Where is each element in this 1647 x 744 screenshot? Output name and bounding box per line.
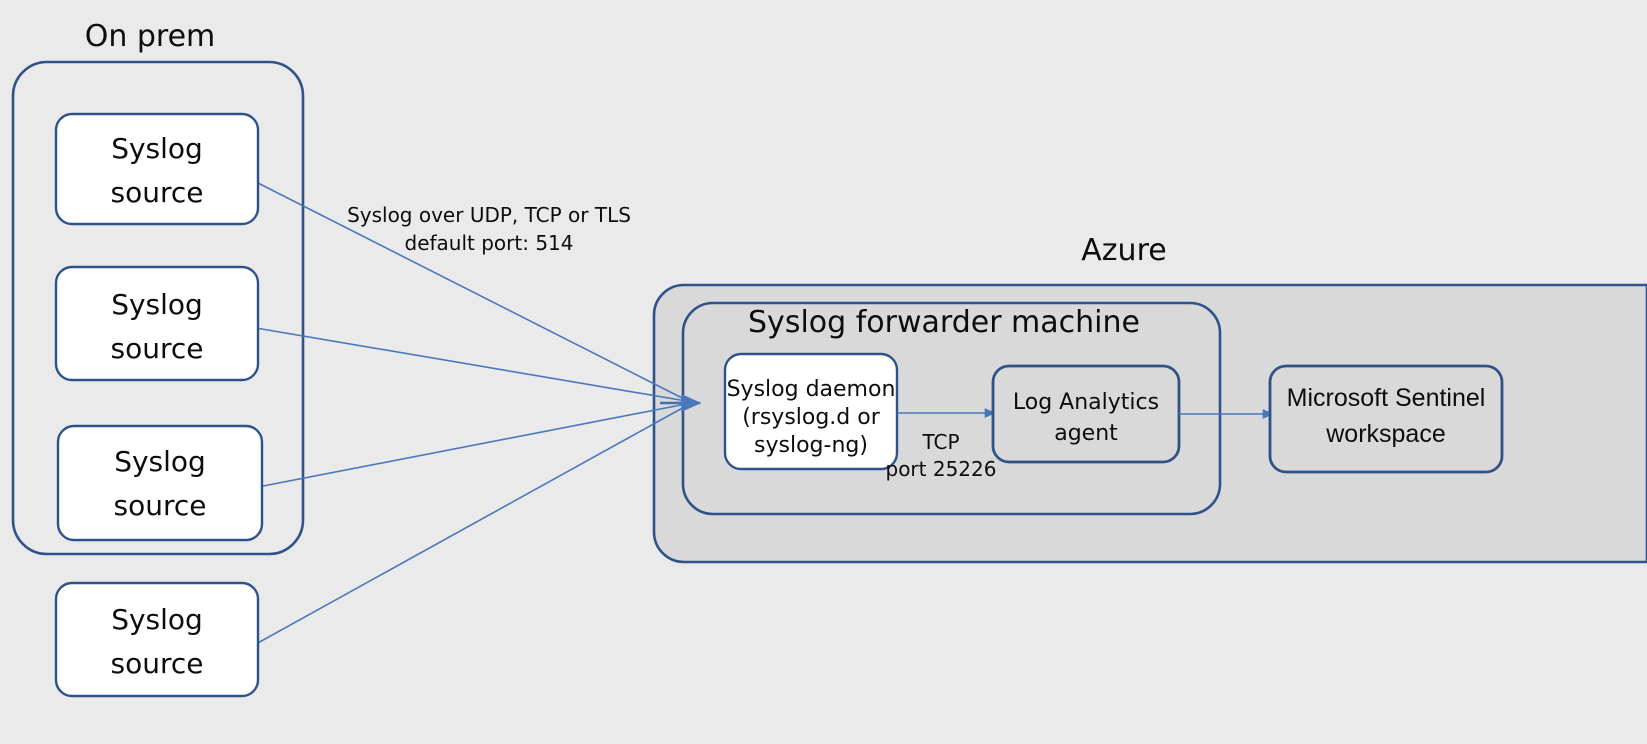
sentinel-workspace-label-line1: Microsoft Sentinel	[1287, 384, 1486, 412]
source2-label-line2: source	[111, 332, 204, 365]
source1-label-line1: Syslog	[111, 132, 203, 165]
edge-label-tcp-line2: port 25226	[886, 457, 997, 481]
node-syslog-source-2[interactable]: Syslog source	[54, 265, 260, 382]
syslog-daemon-label-line3: syslog-ng)	[754, 433, 868, 458]
source3-label-line2: source	[114, 489, 207, 522]
node-syslog-source-3[interactable]: Syslog source	[56, 424, 264, 542]
source4-label-line2: source	[111, 647, 204, 680]
edge-label-tcp-line1: TCP	[921, 430, 959, 454]
node-sentinel-workspace[interactable]: Microsoft Sentinel workspace	[1268, 364, 1504, 474]
node-log-analytics-agent[interactable]: Log Analytics agent	[991, 364, 1181, 464]
node-syslog-source-4[interactable]: Syslog source	[54, 581, 260, 698]
source2-box[interactable]	[54, 265, 260, 382]
on-prem-boundary	[11, 60, 305, 556]
edge-label-syslog-transport-line1: Syslog over UDP, TCP or TLS	[347, 203, 631, 227]
edge-daemon-to-agent: TCP port 25226	[886, 408, 997, 481]
sentinel-workspace-label-line2: workspace	[1325, 420, 1446, 448]
edge-source2-to-forwarder	[255, 327, 687, 402]
azure-label: Azure	[1081, 233, 1166, 268]
source4-label-line1: Syslog	[111, 603, 203, 636]
syslog-daemon-label-line2: (rsyslog.d or	[742, 405, 881, 430]
source4-box[interactable]	[54, 581, 260, 698]
source1-label-line2: source	[111, 176, 204, 209]
edge-source1-to-forwarder	[255, 181, 687, 401]
group-on-prem: On prem	[11, 19, 305, 556]
syslog-daemon-box[interactable]	[723, 352, 899, 471]
edge-label-syslog-transport-line2: default port: 514	[405, 231, 574, 255]
edge-source3-to-forwarder	[257, 403, 687, 488]
edges-sources-to-forwarder: Syslog over UDP, TCP or TLS default port…	[255, 181, 702, 645]
forwarder-label: Syslog forwarder machine	[748, 305, 1140, 340]
log-analytics-agent-label-line1: Log Analytics	[1013, 390, 1159, 415]
edge-source4-to-forwarder	[255, 405, 687, 645]
source1-box[interactable]	[54, 112, 260, 226]
syslog-daemon-label-line1: Syslog daemon	[727, 377, 896, 402]
on-prem-label: On prem	[85, 19, 216, 54]
source3-label-line1: Syslog	[114, 445, 206, 478]
node-syslog-daemon[interactable]: Syslog daemon (rsyslog.d or syslog-ng)	[723, 352, 899, 471]
sentinel-workspace-box[interactable]	[1268, 364, 1504, 474]
source2-label-line1: Syslog	[111, 288, 203, 321]
source3-box[interactable]	[56, 424, 264, 542]
log-analytics-agent-label-line2: agent	[1054, 421, 1118, 446]
node-syslog-source-1[interactable]: Syslog source	[54, 112, 260, 226]
